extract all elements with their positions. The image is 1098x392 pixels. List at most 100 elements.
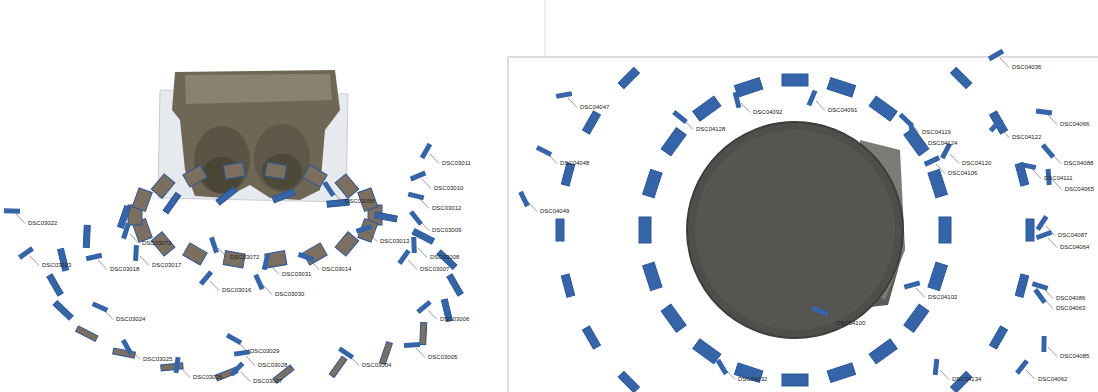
camera-plane: [223, 162, 245, 179]
camera-plane: [416, 300, 431, 314]
camera-frustum: [1015, 274, 1028, 297]
leader-line: [246, 356, 255, 366]
camera-label: DSC03012: [432, 205, 461, 212]
leader-line: [368, 232, 377, 242]
camera-frustum: [335, 232, 359, 256]
camera-plane: [4, 208, 20, 214]
camera-plane: [47, 274, 63, 296]
camera-label: DSC03009: [432, 227, 461, 234]
camera-label: DSC04091: [828, 107, 857, 114]
camera-label: DSC04128: [696, 126, 725, 133]
camera-plane: [990, 326, 1008, 349]
leader-line: [568, 98, 577, 108]
camera-plane: [518, 191, 530, 208]
camera-frustum: [1026, 219, 1034, 241]
camera-plane: [163, 192, 181, 213]
camera-plane: [643, 169, 662, 197]
camera-frustum: [693, 96, 721, 121]
camera-plane: [18, 246, 34, 259]
camera-plane: [661, 304, 686, 332]
camera-frustum: [183, 243, 207, 265]
camera-label: DSC04119: [922, 129, 951, 136]
camera-plane: [869, 339, 897, 364]
camera-plane: [951, 67, 972, 88]
camera-frustum: [618, 67, 639, 88]
camera-label: DSC04065: [1065, 186, 1094, 193]
camera-plane: [1032, 281, 1049, 290]
camera-plane: [410, 171, 427, 182]
leader-line: [528, 202, 537, 212]
leader-line: [408, 260, 417, 270]
leader-line: [1032, 169, 1041, 179]
camera-plane: [253, 274, 264, 291]
leader-line: [1026, 370, 1035, 380]
camera-frustum: [734, 78, 762, 97]
leader-line: [98, 260, 107, 270]
camera-plane: [1015, 274, 1028, 297]
leader-line: [131, 350, 140, 360]
camera-label: DSC03023: [42, 262, 71, 269]
camera-plane: [812, 306, 829, 317]
leader-line: [210, 281, 219, 291]
leader-line: [940, 370, 949, 380]
camera-plane: [734, 78, 762, 97]
camera-label: DSC03056: [345, 198, 374, 205]
camera-plane: [216, 187, 237, 205]
camera-frustum: [782, 74, 808, 86]
camera-label: DSC04048: [560, 160, 589, 167]
camera-label: DSC03017: [152, 262, 181, 269]
camera-label: DSC03007: [420, 266, 449, 273]
camera-frustum: [639, 217, 651, 243]
camera-frustum: [161, 363, 183, 371]
camera-label: DSC03016: [222, 287, 251, 294]
camera-label: DSC03073: [142, 240, 171, 247]
camera-plane: [272, 189, 295, 203]
leader-line: [1048, 115, 1057, 125]
camera-plane: [234, 349, 251, 356]
camera-frustum: [272, 189, 295, 203]
camera-label: DSC03014: [322, 266, 351, 273]
camera-label: DSC03011: [442, 160, 471, 167]
camera-plane: [447, 274, 463, 296]
camera-label: DSC04062: [1038, 376, 1067, 383]
camera-plane: [661, 128, 686, 156]
leader-line: [916, 134, 925, 144]
camera-frustum: [618, 371, 639, 392]
camera-plane: [869, 96, 897, 121]
camera-plane: [536, 145, 553, 157]
leader-line: [30, 256, 39, 266]
camera-plane: [265, 162, 287, 179]
leader-line: [422, 179, 431, 189]
camera-plane: [908, 123, 915, 140]
camera-plane: [226, 333, 242, 345]
leader-line: [270, 265, 279, 275]
camera-plane: [556, 219, 564, 241]
camera-plane: [643, 262, 662, 290]
camera-frustum: [928, 169, 947, 197]
camera-frustum: [132, 188, 152, 212]
camera-plane: [1020, 162, 1037, 170]
camera-plane: [83, 225, 90, 247]
camera-label: DSC03005: [428, 354, 457, 361]
camera-frustum: [661, 128, 686, 156]
leader-line: [418, 248, 427, 258]
camera-plane: [420, 323, 427, 345]
camera-plane: [1033, 288, 1046, 304]
camera-label: DSC04092: [753, 109, 782, 116]
camera-label: DSC04086: [1056, 295, 1085, 302]
camera-plane: [1041, 336, 1046, 352]
camera-plane: [183, 243, 207, 265]
camera-frustum: [447, 274, 463, 296]
camera-plane: [988, 49, 1004, 61]
camera-label: DSC04088: [1064, 160, 1093, 167]
camera-plane: [928, 169, 947, 197]
camera-label: DSC04102: [928, 294, 957, 301]
camera-label: DSC03004: [362, 362, 391, 369]
camera-frustum: [561, 274, 574, 297]
camera-plane: [556, 91, 573, 99]
camera-plane: [375, 212, 398, 222]
leader-line: [428, 310, 437, 320]
camera-plane: [53, 301, 73, 321]
camera-label: DSC04063: [1056, 305, 1085, 312]
camera-plane: [230, 362, 245, 377]
